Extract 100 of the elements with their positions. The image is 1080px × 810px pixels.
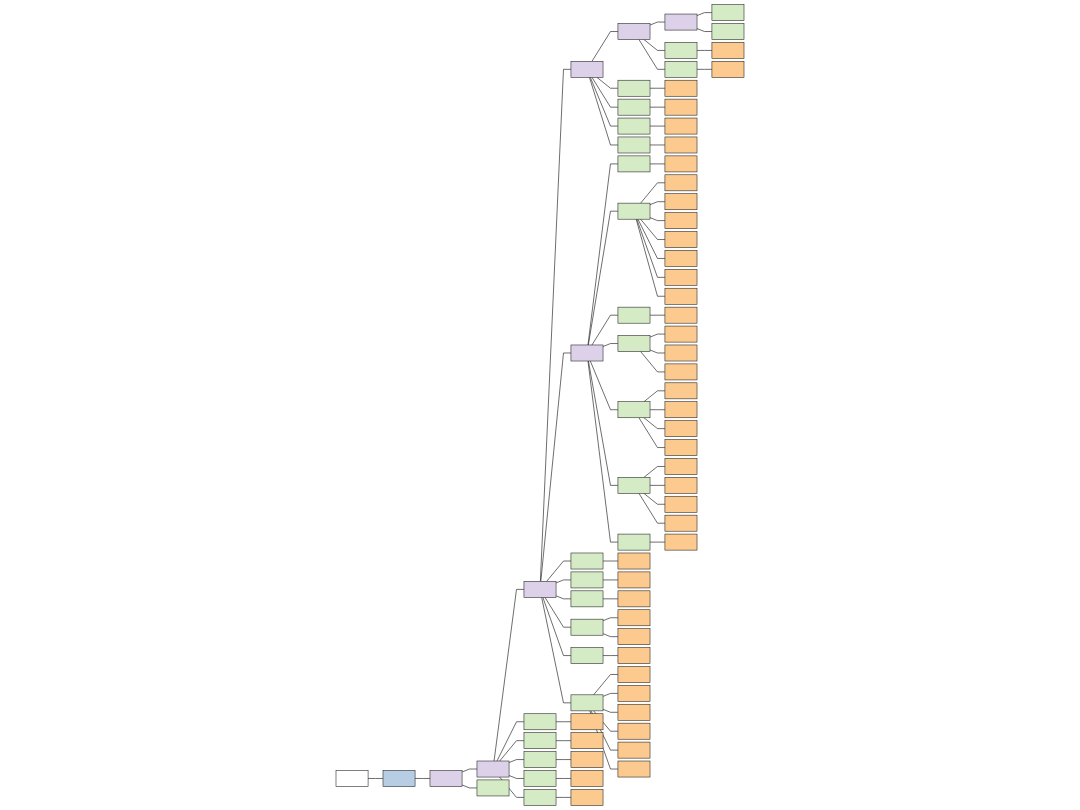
connector-line (602, 598, 619, 600)
node-box (664, 231, 698, 248)
connector-line (589, 77, 619, 146)
connector-line (591, 314, 619, 346)
connector-line (643, 417, 666, 429)
connector-line (602, 693, 619, 697)
node-box (617, 666, 651, 683)
node-box (664, 477, 698, 494)
node-box (617, 628, 651, 645)
node-box (617, 477, 651, 494)
connector-line (637, 218, 666, 259)
node-box (570, 647, 604, 664)
connector-line (649, 333, 666, 338)
node-box (664, 13, 698, 31)
node-box (711, 42, 745, 59)
connector-line (589, 77, 619, 127)
node-box (617, 23, 651, 40)
node-box (664, 495, 698, 513)
connector-line (542, 597, 572, 656)
node-box (523, 770, 557, 787)
connector-line (508, 775, 525, 779)
node-box (664, 287, 698, 305)
connector-line (649, 349, 666, 354)
node-box (429, 770, 463, 787)
connector-line (587, 360, 619, 543)
connector-line (461, 784, 478, 789)
node-box (664, 439, 698, 456)
node-box (617, 722, 651, 740)
connector-line (496, 721, 525, 762)
node-box (664, 98, 698, 116)
connector-line (555, 778, 572, 779)
connector-line (544, 597, 572, 628)
node-box (664, 136, 698, 154)
node-box (664, 174, 698, 192)
connector-line (649, 106, 666, 108)
connector-line (602, 560, 619, 562)
node-box (664, 363, 698, 381)
connector-line (588, 360, 619, 486)
node-box (664, 212, 698, 229)
node-box (570, 770, 604, 787)
connector-line (555, 797, 572, 798)
connector-line (649, 485, 666, 486)
connector-line (643, 493, 666, 505)
node-box (617, 741, 651, 759)
node-box (523, 751, 557, 768)
connector-line (541, 597, 572, 704)
connector-line (640, 182, 666, 204)
connector-line (540, 352, 572, 582)
node-box (664, 344, 698, 362)
node-box (570, 789, 604, 806)
connector-line (649, 314, 666, 316)
node-box (570, 732, 604, 749)
connector-line (367, 778, 384, 779)
node-box (664, 79, 698, 97)
connector-line (591, 77, 619, 108)
connector-line (596, 77, 619, 89)
connector-line (540, 69, 572, 582)
node-box (664, 42, 698, 59)
connector-line (602, 617, 619, 622)
connector-line (591, 31, 619, 62)
connector-line (499, 740, 525, 762)
connector-line (643, 466, 666, 478)
node-box (664, 61, 698, 78)
connector-line (555, 595, 572, 600)
node-box (664, 458, 698, 475)
connector-line (649, 409, 666, 411)
connector-line (649, 541, 666, 543)
connector-line (461, 768, 478, 773)
node-box (570, 694, 604, 712)
connector-line (649, 201, 666, 206)
connector-line (602, 633, 619, 637)
node-box (617, 98, 651, 116)
node-box (570, 751, 604, 768)
connector-line (587, 163, 619, 346)
node-box (382, 770, 416, 787)
node-box (476, 760, 510, 778)
connector-line (602, 343, 619, 347)
node-box (711, 4, 745, 21)
node-box (523, 581, 557, 598)
node-box (570, 61, 604, 78)
connector-line (635, 218, 666, 297)
node-box (664, 382, 698, 400)
connector-line (638, 493, 666, 524)
node-box (711, 61, 745, 78)
node-box (617, 609, 651, 627)
connector-line (640, 218, 666, 240)
node-box (617, 590, 651, 608)
node-box (570, 618, 604, 636)
node-box (617, 155, 651, 173)
connector-line (493, 589, 525, 762)
connector-line (589, 360, 619, 411)
connector-line (696, 69, 713, 70)
node-box (617, 401, 651, 419)
connector-line (649, 87, 666, 89)
node-box (617, 647, 651, 664)
node-box (664, 514, 698, 532)
connector-line (649, 21, 666, 26)
node-box (664, 155, 698, 173)
connector-line (602, 708, 619, 713)
connector-line (602, 655, 619, 656)
